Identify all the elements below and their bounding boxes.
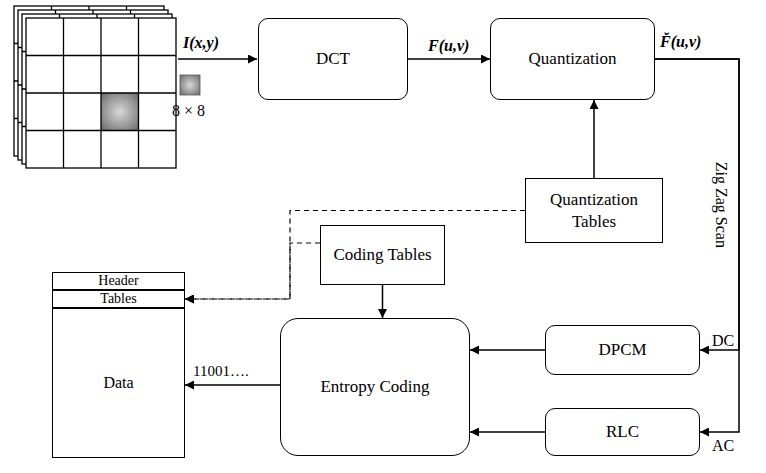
image-frame: [26, 18, 176, 168]
arrow-connector: [470, 349, 545, 351]
highlight-block: [101, 93, 139, 131]
node-text: Data: [99, 375, 137, 392]
node-text: Header: [94, 274, 142, 289]
image-stack: [14, 6, 176, 168]
dashed-connector: [185, 211, 525, 300]
table-box: Quantization Tables: [525, 178, 663, 243]
arrow-connector: [382, 285, 384, 318]
grid-line: [138, 18, 139, 168]
node-text: RLC: [602, 421, 643, 442]
node-text: Quantization Tables: [526, 189, 662, 232]
dashed-connector: [185, 243, 320, 299]
grid-line: [26, 130, 176, 131]
node-text: DPCM: [594, 339, 650, 360]
process-box: RLC: [545, 408, 700, 456]
arrow-connector: [593, 100, 595, 178]
edge-label: 11001….: [193, 363, 249, 380]
node-text: Quantization: [525, 48, 621, 69]
arrow-connector: [408, 58, 490, 60]
file-tables: Tables: [52, 290, 185, 308]
branch-label: DC: [712, 332, 734, 350]
process-box: Quantization: [490, 18, 655, 100]
node-text: Coding Tables: [329, 244, 435, 265]
size-label: 8 × 8: [172, 102, 205, 120]
node-text: DCT: [312, 48, 354, 69]
file-data: Data: [52, 308, 185, 458]
edge-label: F(u,v): [428, 37, 469, 55]
table-box: Coding Tables: [320, 225, 445, 285]
arrow-connector: [655, 59, 739, 350]
process-box: DPCM: [545, 325, 700, 375]
input-arrow: [178, 58, 257, 60]
process-box: DCT: [258, 18, 408, 100]
branch-label: AC: [712, 437, 734, 455]
arrow-connector: [655, 59, 739, 432]
arrow-connector: [470, 431, 545, 433]
signal-label: F̆(u,v): [660, 33, 701, 51]
node-text: Entropy Coding: [316, 376, 433, 397]
scan-label: Zig Zag Scan: [712, 162, 730, 248]
arrow-connector: [185, 384, 280, 386]
process-box: Entropy Coding: [280, 318, 470, 456]
block-thumbnail: [180, 75, 200, 95]
signal-label: I(x,y): [183, 34, 219, 52]
grid-line: [26, 92, 176, 93]
file-header: Header: [52, 272, 185, 290]
node-text: Tables: [96, 292, 140, 307]
